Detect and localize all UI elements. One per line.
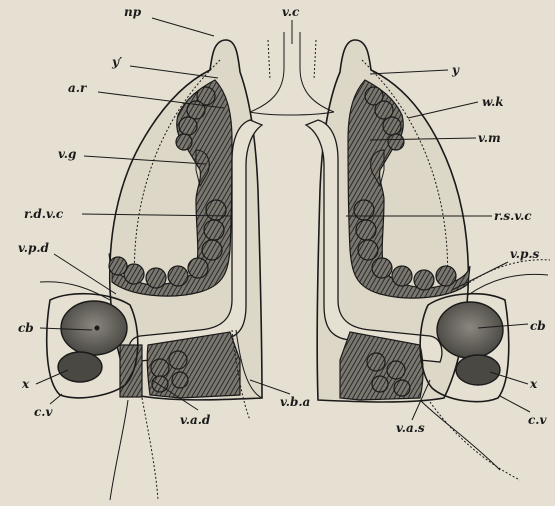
label-x-right: x [529,377,538,391]
label-vm: v.m [478,131,501,145]
label-vps: v.p.s [510,247,540,261]
left-x [58,352,102,382]
label-vpd: v.p.d [18,241,50,255]
label-rdvc: r.d.v.c [24,207,64,221]
label-x-left: x [21,377,30,391]
label-cb-right: cb [530,319,546,333]
right-cb [437,302,503,358]
label-rsvc: r.s.v.c [494,209,532,223]
label-vas: v.a.s [396,421,425,435]
label-y: y [451,63,460,77]
left-half [40,40,262,500]
label-ar: a.r [68,81,88,95]
label-np: np [124,5,142,19]
label-vg: v.g [58,147,76,161]
label-vad: v.a.d [180,413,211,427]
label-wk: w.k [482,95,504,109]
right-x [456,355,500,385]
label-cv-left: c.v [34,405,53,419]
label-vba: v.b.a [280,395,310,409]
label-cv-right: c.v [528,413,547,427]
left-cb [61,301,127,355]
label-cb-left: cb [18,321,34,335]
label-vc: v.c [282,5,300,19]
label-y-prime: y′ [111,55,123,69]
